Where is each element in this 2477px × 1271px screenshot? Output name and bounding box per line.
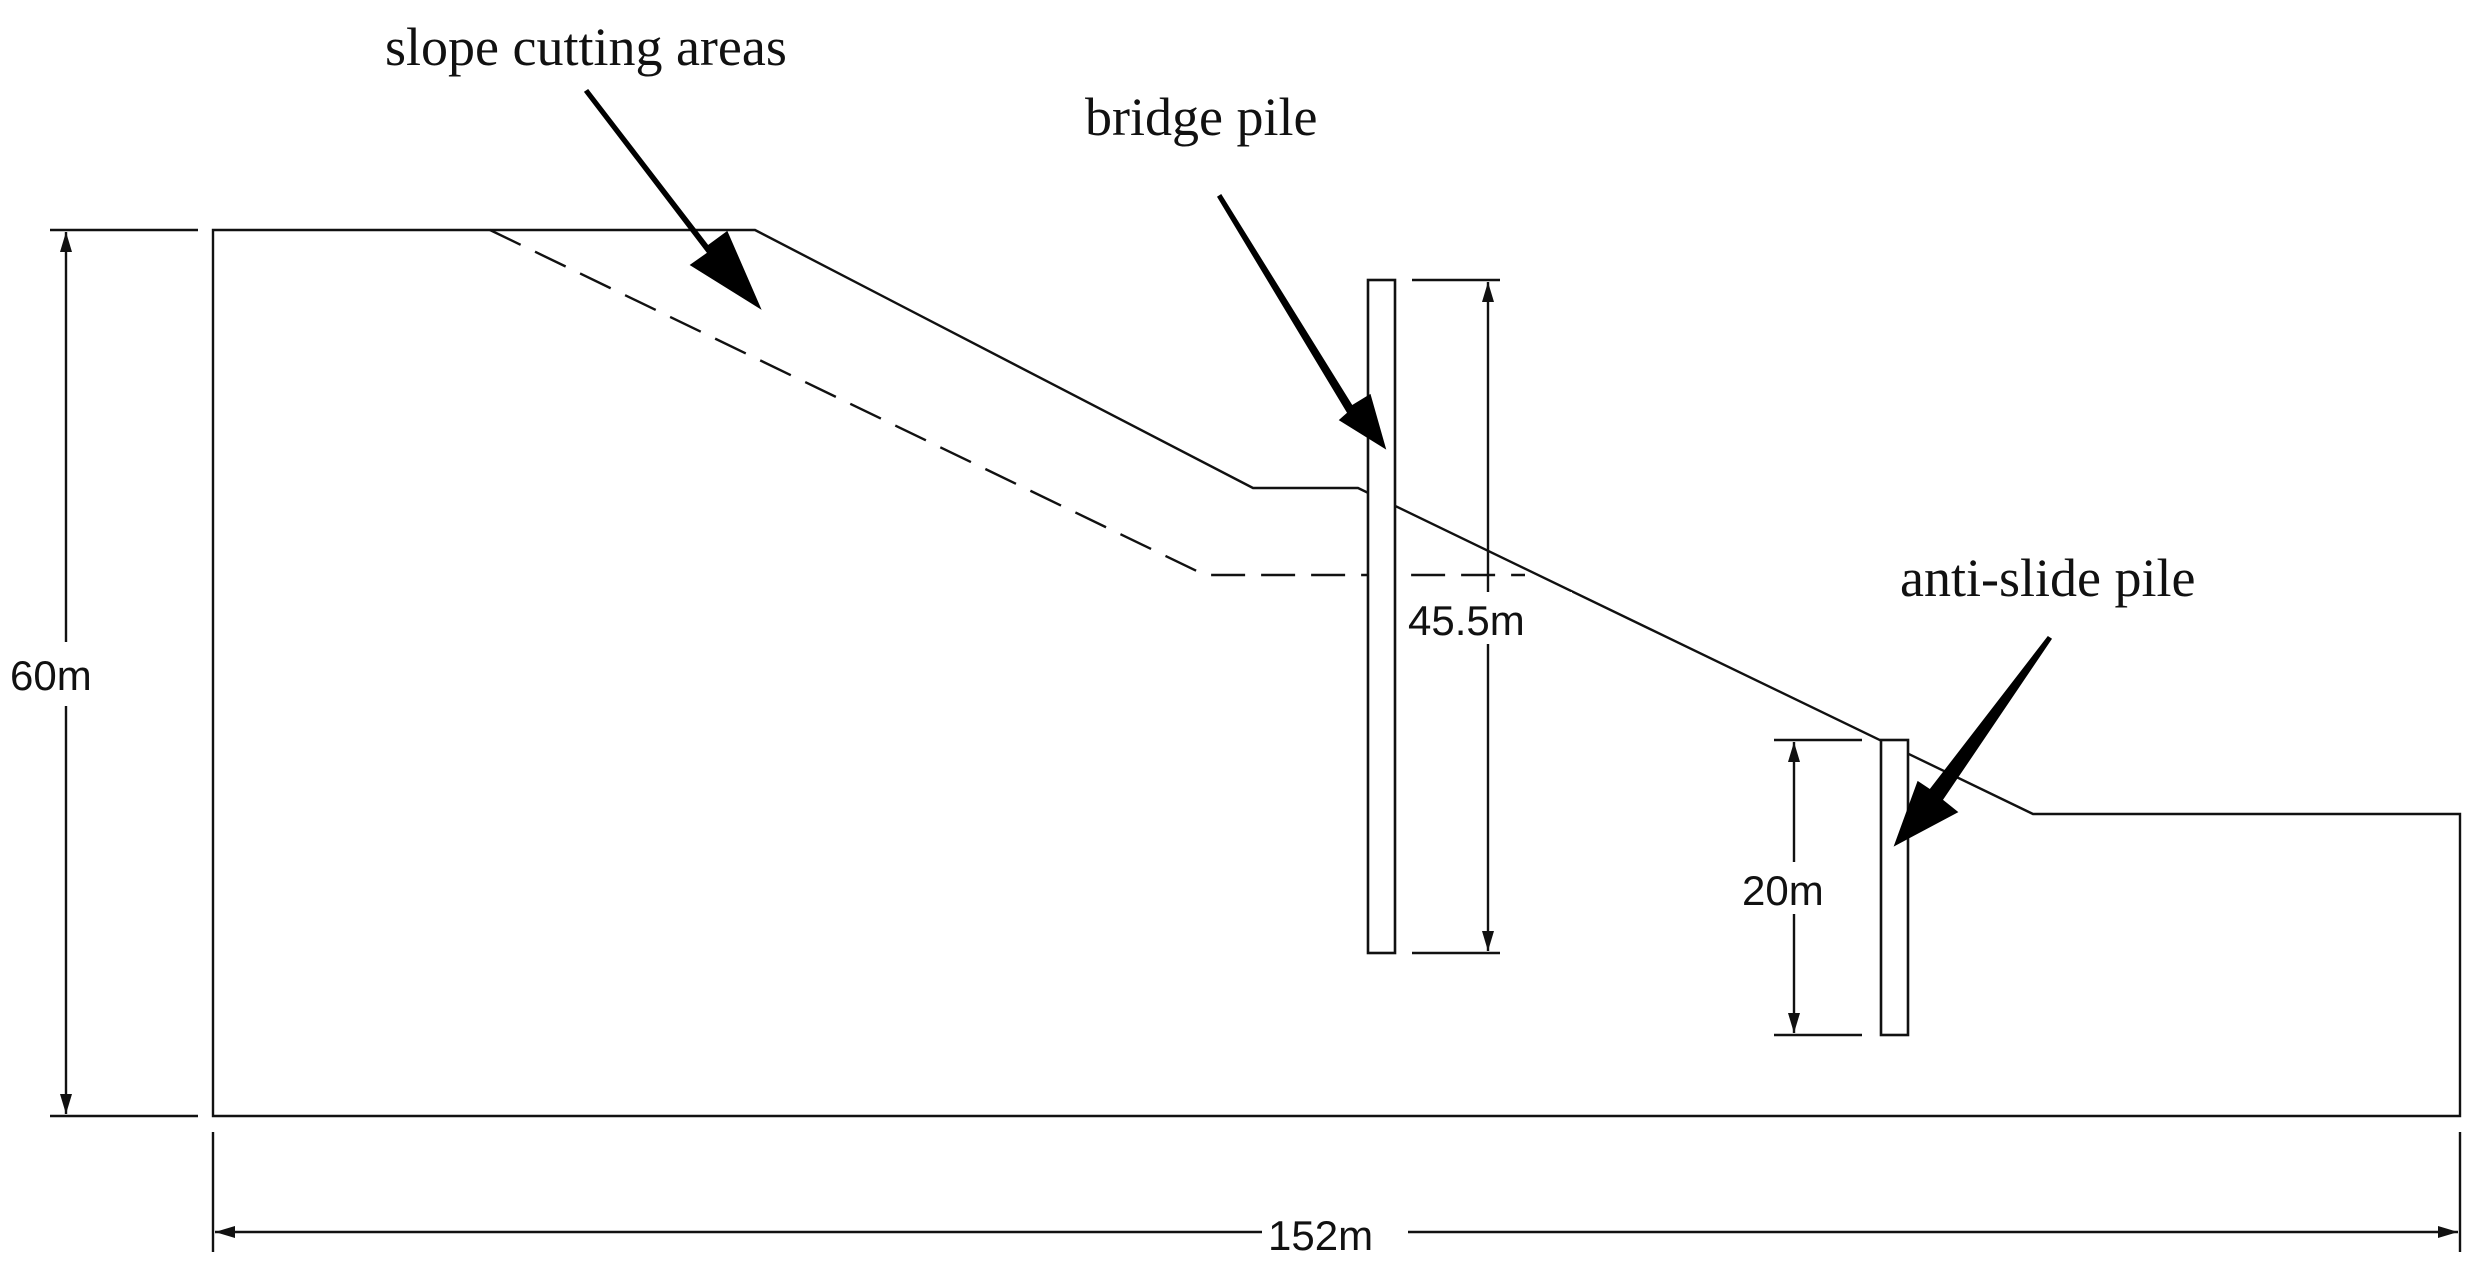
bridge-pile-arrow	[1216, 193, 1387, 450]
height-label: 60m	[10, 652, 92, 699]
width-label: 152m	[1268, 1212, 1373, 1259]
anti-slide-pile-callout: anti-slide pile	[1893, 548, 2195, 847]
bridge-pile-label: bridge pile	[1085, 87, 1317, 147]
anti-slide-pile-arrow	[1893, 635, 2053, 847]
slope-cutting-callout: slope cutting areas	[385, 17, 787, 310]
anti-slide-pile	[1879, 738, 1910, 1037]
width-dimension: 152m	[211, 1132, 2462, 1260]
anti-slide-pile-dimension: 20m	[1740, 738, 1862, 1037]
bridge-pile-callout: bridge pile	[1085, 87, 1387, 450]
slope-cutting-arrow	[583, 88, 762, 310]
bridge-pile-dimension: 45.5m	[1402, 278, 1572, 955]
cutting-line	[489, 228, 1525, 577]
anti-slide-pile-label: anti-slide pile	[1900, 548, 2195, 608]
bridge-pile	[1366, 278, 1397, 955]
anti-slide-pile-length-label: 20m	[1742, 867, 1824, 914]
slope-outline	[211, 228, 2462, 1118]
height-dimension: 60m	[8, 228, 198, 1118]
slope-cutting-label: slope cutting areas	[385, 17, 787, 77]
bridge-pile-length-label: 45.5m	[1408, 597, 1525, 644]
